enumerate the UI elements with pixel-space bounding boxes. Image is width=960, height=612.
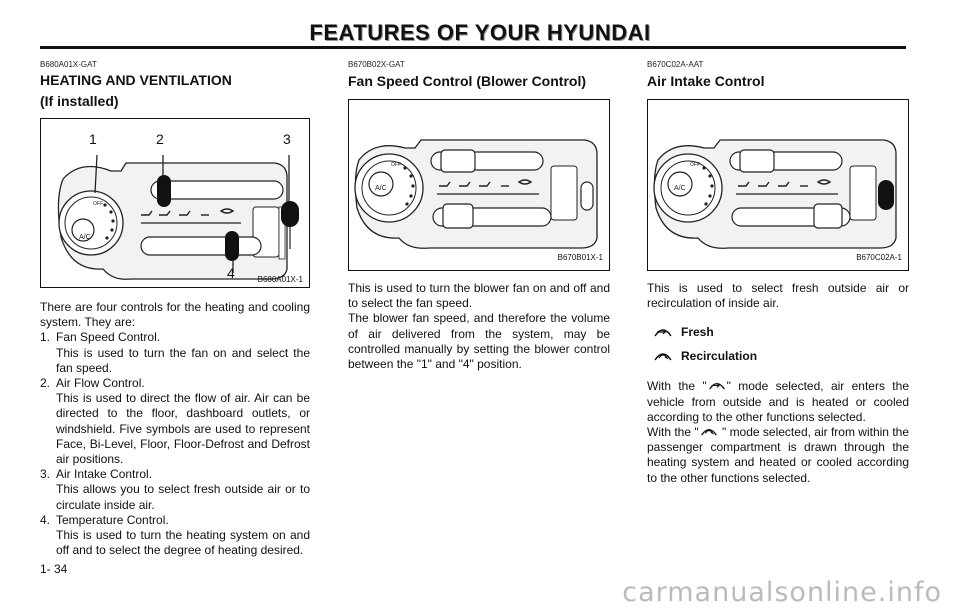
off-label: OFF	[690, 162, 700, 168]
ac-label: A/C	[79, 234, 91, 241]
controls-list: 1. Fan Speed Control.This is used to tur…	[40, 330, 310, 558]
off-label: OFF	[391, 162, 401, 168]
section-title: Air Intake Control	[647, 73, 765, 89]
section-subtitle: (If installed)	[40, 93, 119, 109]
recirculation-icon	[700, 429, 717, 436]
item-heading: Temperature Control.	[56, 512, 169, 527]
section-code: B680A01X-GAT	[40, 60, 97, 69]
callout-1: 1	[89, 131, 97, 147]
fresh-para-end: " mode selected, air enters the vehicle …	[647, 379, 909, 424]
control-panel-illustration: A/C OFF	[653, 139, 897, 249]
item-heading: Air Intake Control.	[56, 467, 153, 482]
item-number: 3.	[40, 467, 51, 482]
legend-fresh-label: Fresh	[681, 325, 714, 340]
figure-caption: B670C02A-1	[856, 253, 902, 262]
section-title: Fan Speed Control (Blower Control)	[348, 73, 586, 89]
item-heading: Air Flow Control.	[56, 376, 145, 391]
legend-recirc-label: Recirculation	[681, 349, 758, 364]
control-panel-illustration: A/C OFF	[354, 139, 598, 249]
item-description: This allows you to select fresh outside …	[56, 482, 310, 512]
recirc-para-start: With the "	[647, 425, 699, 440]
callout-3: 3	[283, 131, 291, 147]
page-number: 1- 34	[40, 562, 68, 576]
section-code: B670C02A-AAT	[647, 60, 704, 69]
list-item: 4. Temperature Control.This is used to t…	[40, 513, 310, 559]
column-heating-ventilation: B680A01X-GAT HEATING AND VENTILATION (If…	[40, 60, 310, 558]
fresh-para-start: With the "	[647, 379, 707, 394]
column-fan-speed: B670B02X-GAT Fan Speed Control (Blower C…	[348, 60, 610, 372]
callout-2: 2	[156, 131, 164, 147]
fresh-mode-paragraph: With the "" mode selected, air enters th…	[647, 379, 909, 485]
list-item: 1. Fan Speed Control.This is used to tur…	[40, 330, 310, 376]
fresh-air-icon	[654, 329, 672, 337]
column-air-intake: B670C02A-AAT Air Intake Control A/C	[647, 60, 909, 486]
list-item: 2. Air Flow Control.This is used to dire…	[40, 376, 310, 467]
control-panel-illustration: A/C OFF	[57, 154, 299, 280]
header-rule	[40, 46, 906, 49]
page-header-title: FEATURES OF YOUR HYUNDAI	[309, 20, 651, 45]
fresh-air-icon	[708, 383, 725, 390]
fan-speed-paragraph: This is used to turn the blower fan on a…	[348, 281, 610, 372]
ac-label: A/C	[375, 185, 387, 192]
item-description: This is used to turn the fan on and sele…	[56, 345, 310, 375]
off-label: OFF	[93, 201, 103, 207]
list-item: 3. Air Intake Control.This allows you to…	[40, 467, 310, 513]
ac-label: A/C	[674, 185, 686, 192]
fan-speed-figure: A/C OFF B670B01X-1	[348, 99, 610, 271]
heating-control-figure: A/C OFF 1 2 3 4 B680A01X-1	[40, 118, 310, 288]
air-intake-figure: A/C OFF B670C02A-1	[647, 99, 909, 271]
intro-paragraph: There are four controls for the heating …	[40, 300, 310, 330]
item-description: This is used to turn the heating system …	[56, 528, 310, 558]
item-description: This is used to direct the flow of air. …	[56, 391, 310, 467]
figure-caption: B680A01X-1	[257, 275, 303, 284]
item-number: 1.	[40, 330, 51, 345]
item-heading: Fan Speed Control.	[56, 330, 161, 345]
callout-4: 4	[227, 265, 235, 281]
figure-caption: B670B01X-1	[557, 253, 603, 262]
watermark: carmanualsonline.info	[622, 577, 942, 608]
legend-fresh: Fresh	[649, 325, 909, 339]
item-number: 4.	[40, 512, 51, 527]
legend-recirc: Recirculation	[649, 349, 909, 363]
section-title: HEATING AND VENTILATION	[40, 72, 232, 88]
recirculation-icon	[654, 353, 672, 361]
intake-legend: Fresh Recirculation	[649, 325, 909, 363]
section-code: B670B02X-GAT	[348, 60, 405, 69]
item-number: 2.	[40, 376, 51, 391]
recirc-para-end: " mode selected, air from within the pas…	[647, 425, 910, 485]
intro-paragraph: This is used to select fresh outside air…	[647, 281, 909, 311]
